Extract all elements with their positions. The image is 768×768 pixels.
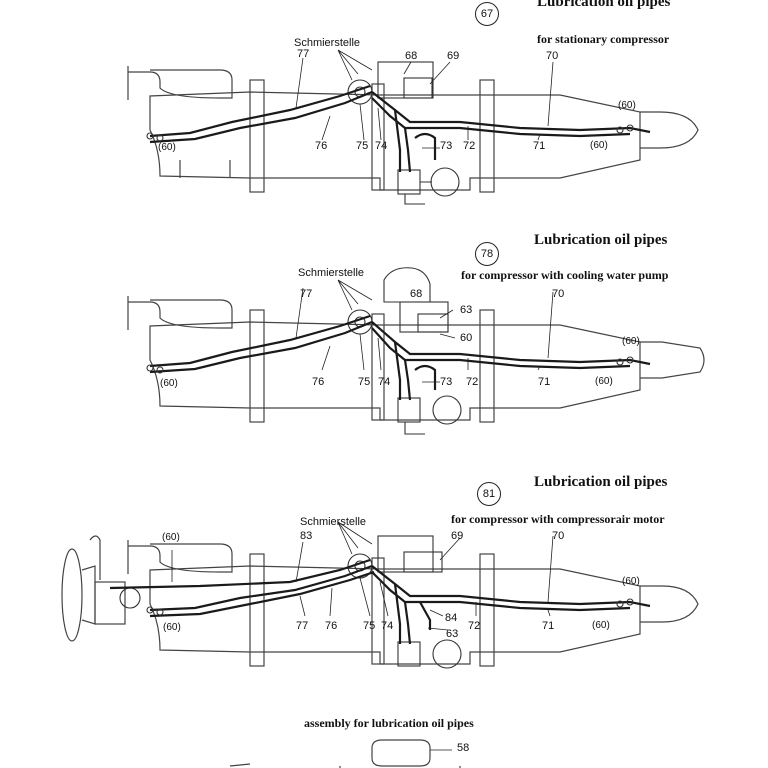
part-label-76: 76: [315, 140, 328, 152]
compressor-drawing: [127, 267, 705, 435]
figure-number-badge: 67: [475, 2, 499, 26]
part-label-60-right-top: (60): [622, 576, 640, 587]
part-label-76: 76: [325, 620, 338, 632]
part-label-77: 77: [300, 288, 313, 300]
part-label-69: 69: [447, 50, 460, 62]
panel-subtitle: for stationary compressor: [537, 32, 670, 46]
part-label-69: 69: [451, 530, 464, 542]
part-label-70: 70: [546, 50, 559, 62]
assembly-title: assembly for lubrication oil pipes: [304, 716, 474, 730]
part-label-71: 71: [533, 140, 546, 152]
diagram-panel-stationary: 67 Lubrication oil pipes for stationary …: [0, 0, 768, 230]
part-label-70: 70: [552, 530, 565, 542]
panel-subtitle: for compressor with cooling water pump: [461, 268, 669, 282]
part-label-71: 71: [542, 620, 555, 632]
part-label-63: 63: [446, 628, 459, 640]
part-label-73: 73: [440, 140, 453, 152]
part-label-84: 84: [445, 612, 458, 624]
diagram-panel-air-motor: 81 Lubrication oil pipes for compressor …: [0, 470, 768, 698]
compressor-drawing: [61, 521, 699, 669]
part-label-70: 70: [552, 288, 565, 300]
part-label-60-left: (60): [163, 622, 181, 633]
part-label-60-right-bottom: (60): [592, 620, 610, 631]
part-label-72: 72: [466, 376, 479, 388]
panel-title: Lubrication oil pipes: [534, 232, 668, 248]
part-label-60-right-top: (60): [618, 100, 636, 111]
part-label-60-right-bottom: (60): [590, 140, 608, 151]
panel-title: Lubrication oil pipes: [537, 0, 671, 10]
part-label-71: 71: [538, 376, 551, 388]
figure-number-badge: 81: [477, 482, 501, 506]
part-label-60-top-left: (60): [162, 532, 180, 543]
compressor-drawing: [127, 49, 699, 205]
part-label-76: 76: [312, 376, 325, 388]
part-label-72: 72: [468, 620, 481, 632]
part-label-77: 77: [297, 48, 310, 60]
part-label-68: 68: [405, 50, 418, 62]
diagram-panel-cooling-water-pump: 78 Lubrication oil pipes for compressor …: [0, 230, 768, 460]
part-label-68: 68: [410, 288, 423, 300]
part-label-63: 63: [460, 304, 473, 316]
part-label-60: 60: [460, 332, 473, 344]
part-label-74: 74: [381, 620, 394, 632]
part-label-60-right-bottom: (60): [595, 376, 613, 387]
part-label-75: 75: [363, 620, 376, 632]
schmierstelle-label: Schmierstelle: [300, 516, 367, 528]
part-label-72: 72: [463, 140, 476, 152]
panel-title: Lubrication oil pipes: [534, 474, 668, 490]
part-label-77: 77: [296, 620, 309, 632]
figure-number-badge: 78: [475, 242, 499, 266]
part-label-83: 83: [300, 530, 313, 542]
part-label-58: 58: [457, 742, 470, 754]
part-label-60-left: (60): [160, 378, 178, 389]
part-label-74: 74: [378, 376, 391, 388]
schmierstelle-label: Schmierstelle: [298, 267, 365, 279]
assembly-drawing: [229, 739, 461, 768]
schmierstelle-label: Schmierstelle: [294, 37, 361, 49]
part-label-60-right-top: (60): [622, 336, 640, 347]
part-label-75: 75: [356, 140, 369, 152]
panel-subtitle: for compressor with compressorair motor: [451, 512, 665, 526]
part-label-73: 73: [440, 376, 453, 388]
part-label-75: 75: [358, 376, 371, 388]
part-label-74: 74: [375, 140, 388, 152]
part-label-60-left: (60): [158, 142, 176, 153]
assembly-section: assembly for lubrication oil pipes 58: [0, 700, 768, 768]
